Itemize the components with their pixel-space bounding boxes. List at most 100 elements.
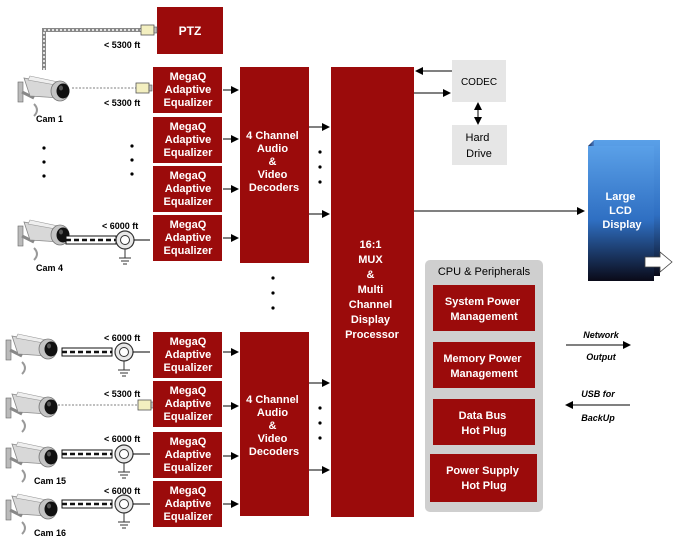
rj-connector-icon bbox=[137, 399, 155, 411]
ptz-cable bbox=[42, 24, 158, 70]
camera-icon bbox=[4, 390, 59, 434]
equalizer-line: MegaQ bbox=[170, 219, 207, 231]
equalizer-line: Adaptive bbox=[165, 84, 211, 96]
cam1-label: Cam 1 bbox=[36, 114, 63, 124]
svg-text:System Power Management: System Power Management bbox=[445, 296, 523, 323]
camera-icon bbox=[16, 74, 71, 118]
equalizer-block bbox=[153, 215, 222, 261]
cpu-item-line: Management bbox=[450, 311, 518, 323]
equalizer-line: Equalizer bbox=[164, 97, 214, 109]
twisted-pair-cable bbox=[72, 82, 153, 94]
equalizer-line: MegaQ bbox=[170, 485, 207, 497]
network-label: Network bbox=[583, 330, 620, 340]
bnc-connector-icon bbox=[114, 444, 134, 479]
lcd-output-arrow-icon bbox=[644, 251, 673, 273]
mux-line: Channel bbox=[349, 299, 392, 311]
decoder-line: & bbox=[268, 420, 276, 432]
decoder-line: 4 Channel bbox=[246, 130, 299, 142]
cpu-item-data-bus bbox=[433, 399, 535, 445]
decoder-line: Audio bbox=[257, 407, 288, 419]
equalizer-block bbox=[153, 432, 222, 478]
decoder-block-top: 4 Channel Audio & Video Decoders bbox=[240, 67, 309, 263]
ptz-connector-icon bbox=[140, 24, 158, 36]
row4-distance: < 6000 ft bbox=[102, 221, 138, 231]
ellipsis-dots bbox=[42, 144, 322, 440]
coax-cable bbox=[64, 230, 150, 265]
mux-block: 16:1 MUX & Multi Channel Display Process… bbox=[331, 67, 414, 517]
svg-text:4 Channel Audio &: 4 Channel Audio & Video Decoders bbox=[246, 394, 302, 458]
equalizer-line: Adaptive bbox=[165, 183, 211, 195]
decoder-line: & bbox=[268, 156, 276, 168]
equalizer-line: Adaptive bbox=[165, 498, 211, 510]
equalizer-line: Equalizer bbox=[164, 196, 214, 208]
coax-cable bbox=[60, 444, 150, 479]
mux-line: 16:1 bbox=[359, 239, 381, 251]
equalizer-block bbox=[153, 332, 222, 378]
usb-label: USB for bbox=[581, 389, 615, 399]
hard-drive-block: Hard Drive bbox=[452, 125, 507, 165]
mux-line: Processor bbox=[345, 329, 400, 341]
mux-line: Display bbox=[351, 314, 391, 326]
cpu-item-line: Hot Plug bbox=[461, 480, 506, 492]
camera-icon bbox=[4, 332, 59, 376]
signal-arrows bbox=[223, 67, 631, 508]
equalizer-line: Equalizer bbox=[164, 511, 214, 523]
cpu-item-line: System Power bbox=[445, 296, 521, 308]
svg-text:Memory Power Management: Memory Power Management bbox=[443, 353, 524, 380]
equalizer-line: Adaptive bbox=[165, 349, 211, 361]
equalizer-line: Equalizer bbox=[164, 411, 214, 423]
svg-text:Power Supply Hot Plug: Power Supply Hot Plug bbox=[446, 465, 522, 492]
network-sub-label: Output bbox=[586, 352, 616, 362]
cpu-item-system-power bbox=[433, 285, 535, 331]
decoder-line: 4 Channel bbox=[246, 394, 299, 406]
row7-distance: < 6000 ft bbox=[104, 434, 140, 444]
cpu-item-line: Power Supply bbox=[446, 465, 520, 477]
row5-distance: < 6000 ft bbox=[104, 333, 140, 343]
svg-text:Data Bus Hot Plug: Data Bus Hot Plug bbox=[459, 410, 510, 437]
lcd-line: Display bbox=[602, 219, 642, 231]
equalizer-line: Equalizer bbox=[164, 362, 214, 374]
svg-text:Hard Drive: Hard Drive bbox=[466, 132, 493, 160]
lcd-line: Large bbox=[605, 191, 635, 203]
mux-line: Multi bbox=[358, 284, 384, 296]
cam4-label: Cam 4 bbox=[36, 263, 63, 273]
ptz-block: PTZ bbox=[157, 7, 223, 54]
hard-drive-line: Drive bbox=[466, 148, 492, 160]
equalizer-line: MegaQ bbox=[170, 336, 207, 348]
bnc-connector-icon bbox=[114, 342, 134, 377]
mux-line: & bbox=[366, 269, 374, 281]
mux-line: MUX bbox=[358, 254, 383, 266]
decoder-line: Video bbox=[258, 169, 288, 181]
lcd-display: Large LCD Display bbox=[588, 140, 673, 281]
equalizer-line: MegaQ bbox=[170, 385, 207, 397]
cam15-label: Cam 15 bbox=[34, 476, 66, 486]
equalizer-block bbox=[153, 67, 222, 113]
decoder-line: Audio bbox=[257, 143, 288, 155]
cpu-item-line: Memory Power bbox=[443, 353, 522, 365]
ptz-label: PTZ bbox=[179, 24, 202, 38]
equalizer-block bbox=[153, 166, 222, 212]
svg-text:Large LCD Display: Large LCD Display bbox=[602, 191, 642, 231]
equalizer-block bbox=[153, 381, 222, 427]
cpu-panel: CPU & Peripherals System Power Managemen… bbox=[425, 260, 543, 512]
twisted-pair-cable bbox=[58, 399, 155, 411]
camera-icon bbox=[16, 218, 71, 262]
cpu-item-power-supply bbox=[430, 454, 537, 502]
equalizer-line: Adaptive bbox=[165, 398, 211, 410]
equalizer-block bbox=[153, 481, 222, 527]
equalizer-line: Equalizer bbox=[164, 462, 214, 474]
equalizer-block bbox=[153, 117, 222, 163]
equalizer-line: Adaptive bbox=[165, 232, 211, 244]
svg-text:4 Channel Audio &: 4 Channel Audio & Video Decoders bbox=[246, 130, 302, 194]
decoder-line: Video bbox=[258, 433, 288, 445]
equalizer-line: Adaptive bbox=[165, 449, 211, 461]
